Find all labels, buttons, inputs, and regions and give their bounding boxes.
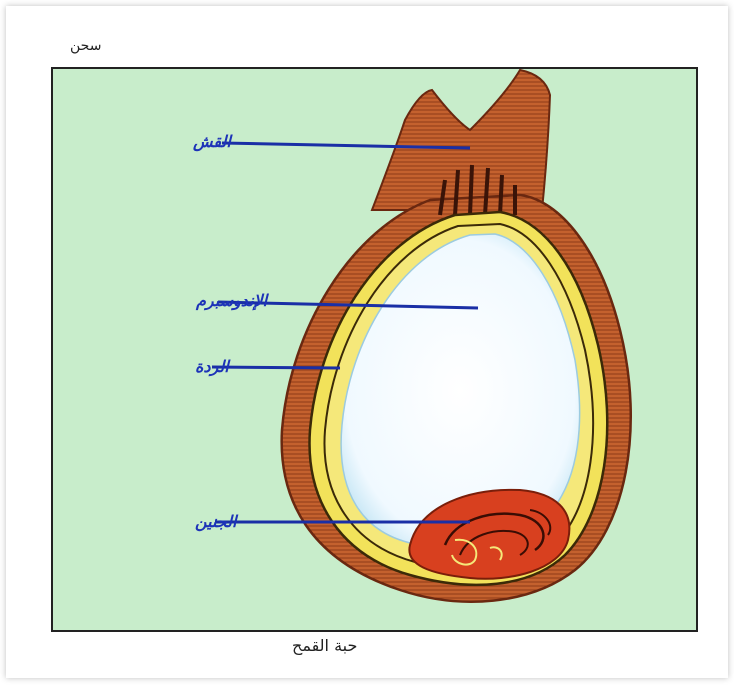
label-husk: القش — [192, 132, 233, 152]
label-bran: الردة — [195, 357, 231, 377]
label-endosperm: الإندوسبرم — [195, 291, 270, 311]
leader-line-bran — [212, 367, 340, 368]
label-embryo: الجنين — [195, 512, 239, 532]
bottom-caption: حبة القمح — [292, 636, 357, 655]
